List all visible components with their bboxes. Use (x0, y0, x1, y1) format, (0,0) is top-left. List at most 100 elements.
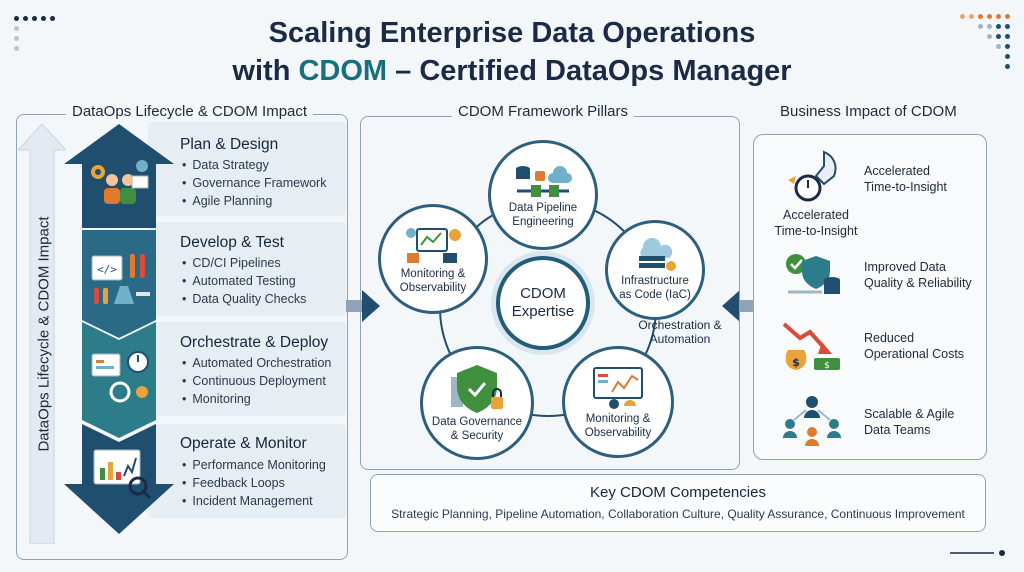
framework-header: CDOM Framework Pillars (452, 103, 635, 120)
stage-bullets-plan: Data Strategy Governance Framework Agile… (182, 156, 326, 210)
core-label-line: CDOM (520, 285, 566, 302)
shield-lock-icon (451, 365, 503, 413)
pillar-monitoring-observability-left: Monitoring & Observability (378, 204, 488, 314)
competencies-list: Strategic Planning, Pipeline Automation,… (391, 507, 965, 521)
stage-title-operate: Operate & Monitor (180, 435, 307, 452)
impact-item-costs: Reduced Operational Costs (864, 330, 964, 362)
pillar-label-line: Monitoring & (585, 413, 651, 425)
arrow-right-into-framework (346, 290, 380, 322)
svg-text:$: $ (824, 361, 830, 371)
impact-line: Accelerated (864, 164, 931, 178)
svg-text:$: $ (792, 356, 800, 369)
cost-reduction-icon: $ $ (782, 322, 840, 371)
stage-bullets-develop: CD/CI Pipelines Automated Testing Data Q… (182, 254, 306, 308)
pillar-data-governance: Data Governance & Security (420, 346, 534, 460)
pillar-label-line: & Security (450, 430, 504, 442)
pillar-label-line: Observability (584, 427, 652, 439)
pillar-label: Data Governance & Security (432, 415, 522, 443)
pillar-label-line: Infrastructure (621, 275, 689, 287)
orch-label-line: Automation (649, 332, 711, 346)
bullet: Monitoring (182, 390, 331, 408)
stage-title-plan: Plan & Design (180, 136, 279, 153)
orch-label-line: Orchestration & (638, 318, 722, 332)
stage-title-orchestrate: Orchestrate & Deploy (180, 334, 329, 351)
title-line-2: with CDOM – Certified DataOps Manager (0, 52, 1024, 90)
bullet: Governance Framework (182, 174, 326, 192)
impact-frame (753, 134, 987, 460)
bullet: Automated Testing (182, 272, 306, 290)
arrow-left-into-framework (722, 290, 756, 322)
lifecycle-up-arrow (18, 124, 66, 544)
decorative-line (950, 550, 1005, 556)
bullet: Data Quality Checks (182, 290, 306, 308)
impact-line: Operational Costs (864, 347, 965, 361)
impact-line: Reduced (864, 331, 915, 345)
bullet: Feedback Loops (182, 474, 326, 492)
dashboard-alert-icon (593, 367, 643, 409)
quality-shield-icon (786, 254, 840, 294)
pillar-label: Monitoring & Observability (400, 267, 466, 295)
chevron-plan (64, 124, 174, 228)
competencies-title: Key CDOM Competencies (590, 484, 766, 501)
team-planning-icon (91, 160, 149, 204)
team-network-icon (783, 396, 841, 446)
impact-line: Scalable & Agile (864, 407, 955, 421)
title-accent: CDOM (298, 55, 388, 87)
pillar-label: Monitoring & Observability (585, 412, 651, 440)
impact-line: Accelerated (782, 208, 849, 222)
competencies-box (370, 474, 986, 532)
title-line-1: Scaling Enterprise Data Operations (268, 17, 756, 49)
bullet: Continuous Deployment (182, 372, 331, 390)
pillar-label-line: Monitoring & (400, 268, 466, 280)
pillar-label-line: Engineering (512, 216, 574, 228)
bullet: Data Strategy (182, 156, 326, 174)
pillar-label-line: Data Pipeline (508, 202, 578, 214)
bullet: Automated Orchestration (182, 354, 331, 372)
impact-line: Data Teams (864, 423, 931, 437)
title-prefix: with (232, 55, 299, 87)
bullet: CD/CI Pipelines (182, 254, 306, 272)
orchestration-icon (91, 351, 149, 403)
title-suffix: – Certified DataOps Manager (387, 55, 792, 87)
cloud-server-icon (639, 238, 676, 271)
pillar-monitoring-observability-right: Monitoring & Observability (562, 346, 674, 458)
impact-caption-time-to-insight: Accelerated Time-to-Insight (766, 207, 866, 239)
impact-item-time-to-insight: Accelerated Time-to-Insight (864, 163, 947, 195)
monitoring-tools-icon (406, 228, 461, 263)
pillar-label-line: Observability (399, 282, 467, 294)
stage-bullets-operate: Performance Monitoring Feedback Loops In… (182, 456, 326, 510)
impact-line: Time-to-Insight (774, 224, 858, 238)
svg-text:</>: </> (97, 263, 117, 276)
pillar-label-line: Data Governance (431, 416, 523, 428)
stage-bullets-orchestrate: Automated Orchestration Continuous Deplo… (182, 354, 331, 408)
rocket-stopwatch-icon (788, 150, 837, 202)
data-pipeline-icon (516, 166, 572, 197)
monitoring-dashboard-icon (93, 449, 152, 498)
impact-line: Improved Data (864, 260, 946, 274)
lifecycle-side-label: DataOps Lifecycle & CDOM Impact (35, 216, 53, 452)
impact-item-teams: Scalable & Agile Data Teams (864, 406, 954, 438)
chevron-orchestrate (82, 322, 156, 438)
stage-title-develop: Develop & Test (180, 234, 284, 251)
code-testing-icon: </> (91, 254, 150, 304)
impact-line: Time-to-Insight (864, 180, 947, 194)
bullet: Performance Monitoring (182, 456, 325, 474)
decorative-dots-right (960, 14, 1010, 78)
bullet: Agile Planning (182, 192, 326, 210)
pillar-label: Infrastructure as Code (IaC) (619, 274, 691, 302)
page-title: Scaling Enterprise Data Operations with … (0, 14, 1024, 90)
lifecycle-header: DataOps Lifecycle & CDOM Impact (66, 103, 314, 120)
orchestration-automation-label: Orchestration & Automation (628, 318, 732, 346)
pillar-infrastructure-as-code: Infrastructure as Code (IaC) (605, 220, 705, 320)
impact-header: Business Impact of CDOM (774, 103, 963, 120)
impact-line: Quality & Reliability (864, 276, 972, 290)
bullet: Incident Management (182, 492, 326, 510)
impact-item-quality: Improved Data Quality & Reliability (864, 259, 972, 291)
pillar-label-line: as Code (IaC) (619, 289, 691, 301)
decorative-dots-left (14, 14, 55, 54)
core-label-line: Expertise (511, 303, 575, 320)
